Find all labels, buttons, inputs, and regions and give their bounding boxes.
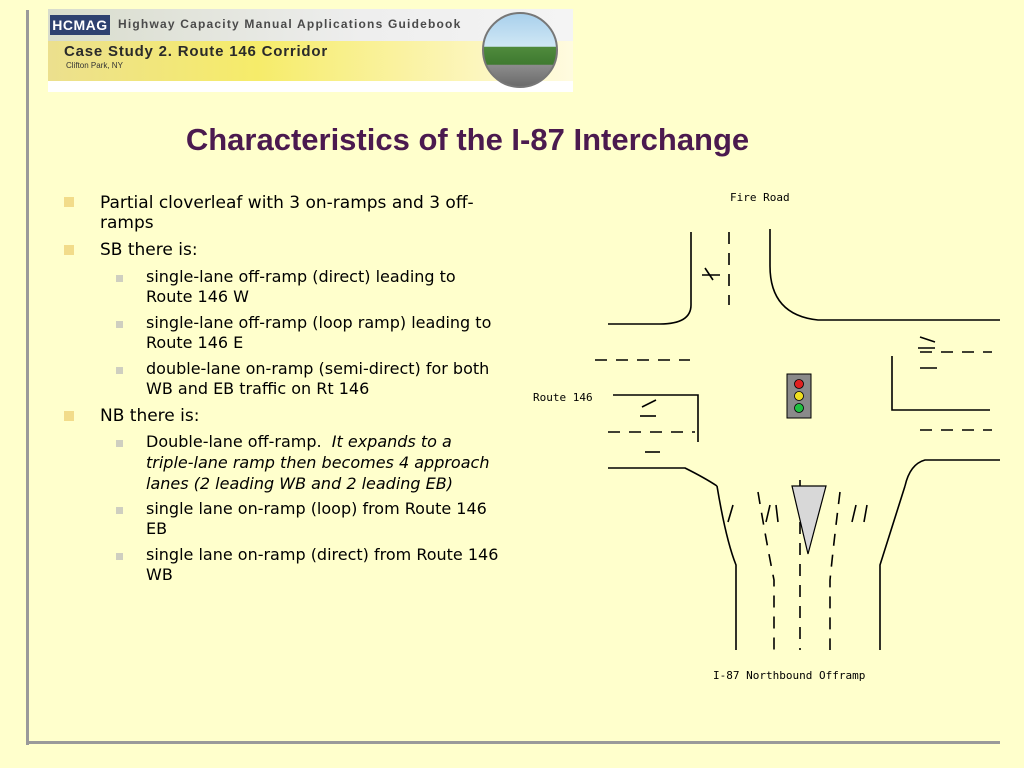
sub-bullet-line: Double-lane off-ramp. It expands to a — [146, 432, 452, 452]
arrow-ramp — [851, 504, 857, 523]
ramp-edge-right — [879, 485, 906, 650]
sub-bullet-line: lanes (2 leading WB and 2 leading EB) — [146, 474, 453, 493]
sub-bullet-marker — [116, 367, 123, 374]
bullet-line: NB there is: — [100, 406, 200, 426]
sub-bullet-marker — [116, 321, 123, 328]
sub-bullet-line: double-lane on-ramp (semi-direct) for bo… — [146, 359, 490, 378]
sub-bullet-line: Route 146 E — [146, 333, 244, 352]
route146-bottom-edge-west — [608, 467, 718, 487]
sub-bullet-marker — [116, 507, 123, 514]
sub-bullet-line: single lane on-ramp (loop) from Route 14… — [146, 499, 487, 518]
sub-bullet-line: triple-lane ramp then becomes 4 approach — [146, 453, 490, 472]
route146-label: Route 146 — [533, 391, 593, 404]
signal-yellow-light — [794, 391, 804, 401]
ramp-edge-left — [716, 485, 737, 650]
bullet-list: Partial cloverleaf with 3 on-ramps and 3… — [64, 193, 499, 584]
arrow-wb — [641, 399, 657, 408]
slide-title: Characteristics of the I-87 Interchange — [185, 122, 750, 157]
bullet-line: ramps — [100, 213, 154, 233]
sub-bullet-marker — [116, 440, 123, 447]
sub-bullet-line: single-lane off-ramp (loop ramp) leading… — [146, 313, 492, 332]
ramp-lane-line-2 — [829, 491, 841, 650]
header-banner: HCMAG Highway Capacity Manual Applicatio… — [48, 9, 573, 92]
arrow-ramp — [863, 504, 868, 523]
banner-case-study: Case Study 2. Route 146 Corridor — [64, 43, 328, 60]
sub-bullet-line: WB — [146, 565, 173, 584]
sub-bullet-line: WB and EB traffic on Rt 146 — [146, 379, 370, 398]
island-west — [613, 394, 699, 442]
bullet-italic-text: It expands to a — [331, 432, 452, 451]
route146-bottom-edge-east — [904, 459, 1000, 487]
ramp-lane-line-1 — [757, 491, 775, 650]
sub-bullet-line: EB — [146, 519, 168, 538]
road-photo — [482, 12, 558, 88]
arrow-ramp — [765, 504, 771, 523]
fire-road-label: Fire Road — [730, 191, 790, 204]
sub-bullet-marker — [116, 553, 123, 560]
sub-bullet-line: Route 146 W — [146, 287, 249, 306]
arrow-eb — [919, 336, 936, 343]
banner-subtitle: Highway Capacity Manual Applications Gui… — [118, 17, 462, 31]
arrow-fire-road — [704, 267, 714, 281]
slide-frame-bottom — [26, 741, 1000, 744]
slide-frame-left — [26, 10, 29, 745]
bullet-line: Partial cloverleaf with 3 on-ramps and 3… — [100, 193, 474, 213]
sub-bullet-line: single-lane off-ramp (direct) leading to — [146, 267, 456, 286]
bullet-marker — [64, 197, 74, 207]
sub-bullet-line: single lane on-ramp (direct) from Route … — [146, 545, 499, 564]
bullet-marker — [64, 245, 74, 255]
route146-top-edge-west — [608, 304, 692, 325]
island-east — [891, 356, 990, 411]
offramp-label: I-87 Northbound Offramp — [713, 669, 865, 682]
arrow-ramp — [775, 504, 779, 523]
banner-location: Clifton Park, NY — [66, 61, 123, 70]
signal-green-light — [794, 403, 804, 413]
bullet-text: Double-lane off-ramp. — [146, 432, 322, 451]
gore-island — [791, 485, 827, 555]
hcmag-logo: HCMAG — [50, 15, 110, 35]
arrow-ramp — [727, 504, 734, 523]
bullet-line: SB there is: — [100, 240, 198, 260]
sub-bullet-marker — [116, 275, 123, 282]
fire-road-edge-right — [769, 229, 1000, 321]
interchange-diagram: Fire Road Route 146 I-87 Northbound Offr… — [530, 180, 1000, 690]
bullet-marker — [64, 411, 74, 421]
signal-red-light — [794, 379, 804, 389]
